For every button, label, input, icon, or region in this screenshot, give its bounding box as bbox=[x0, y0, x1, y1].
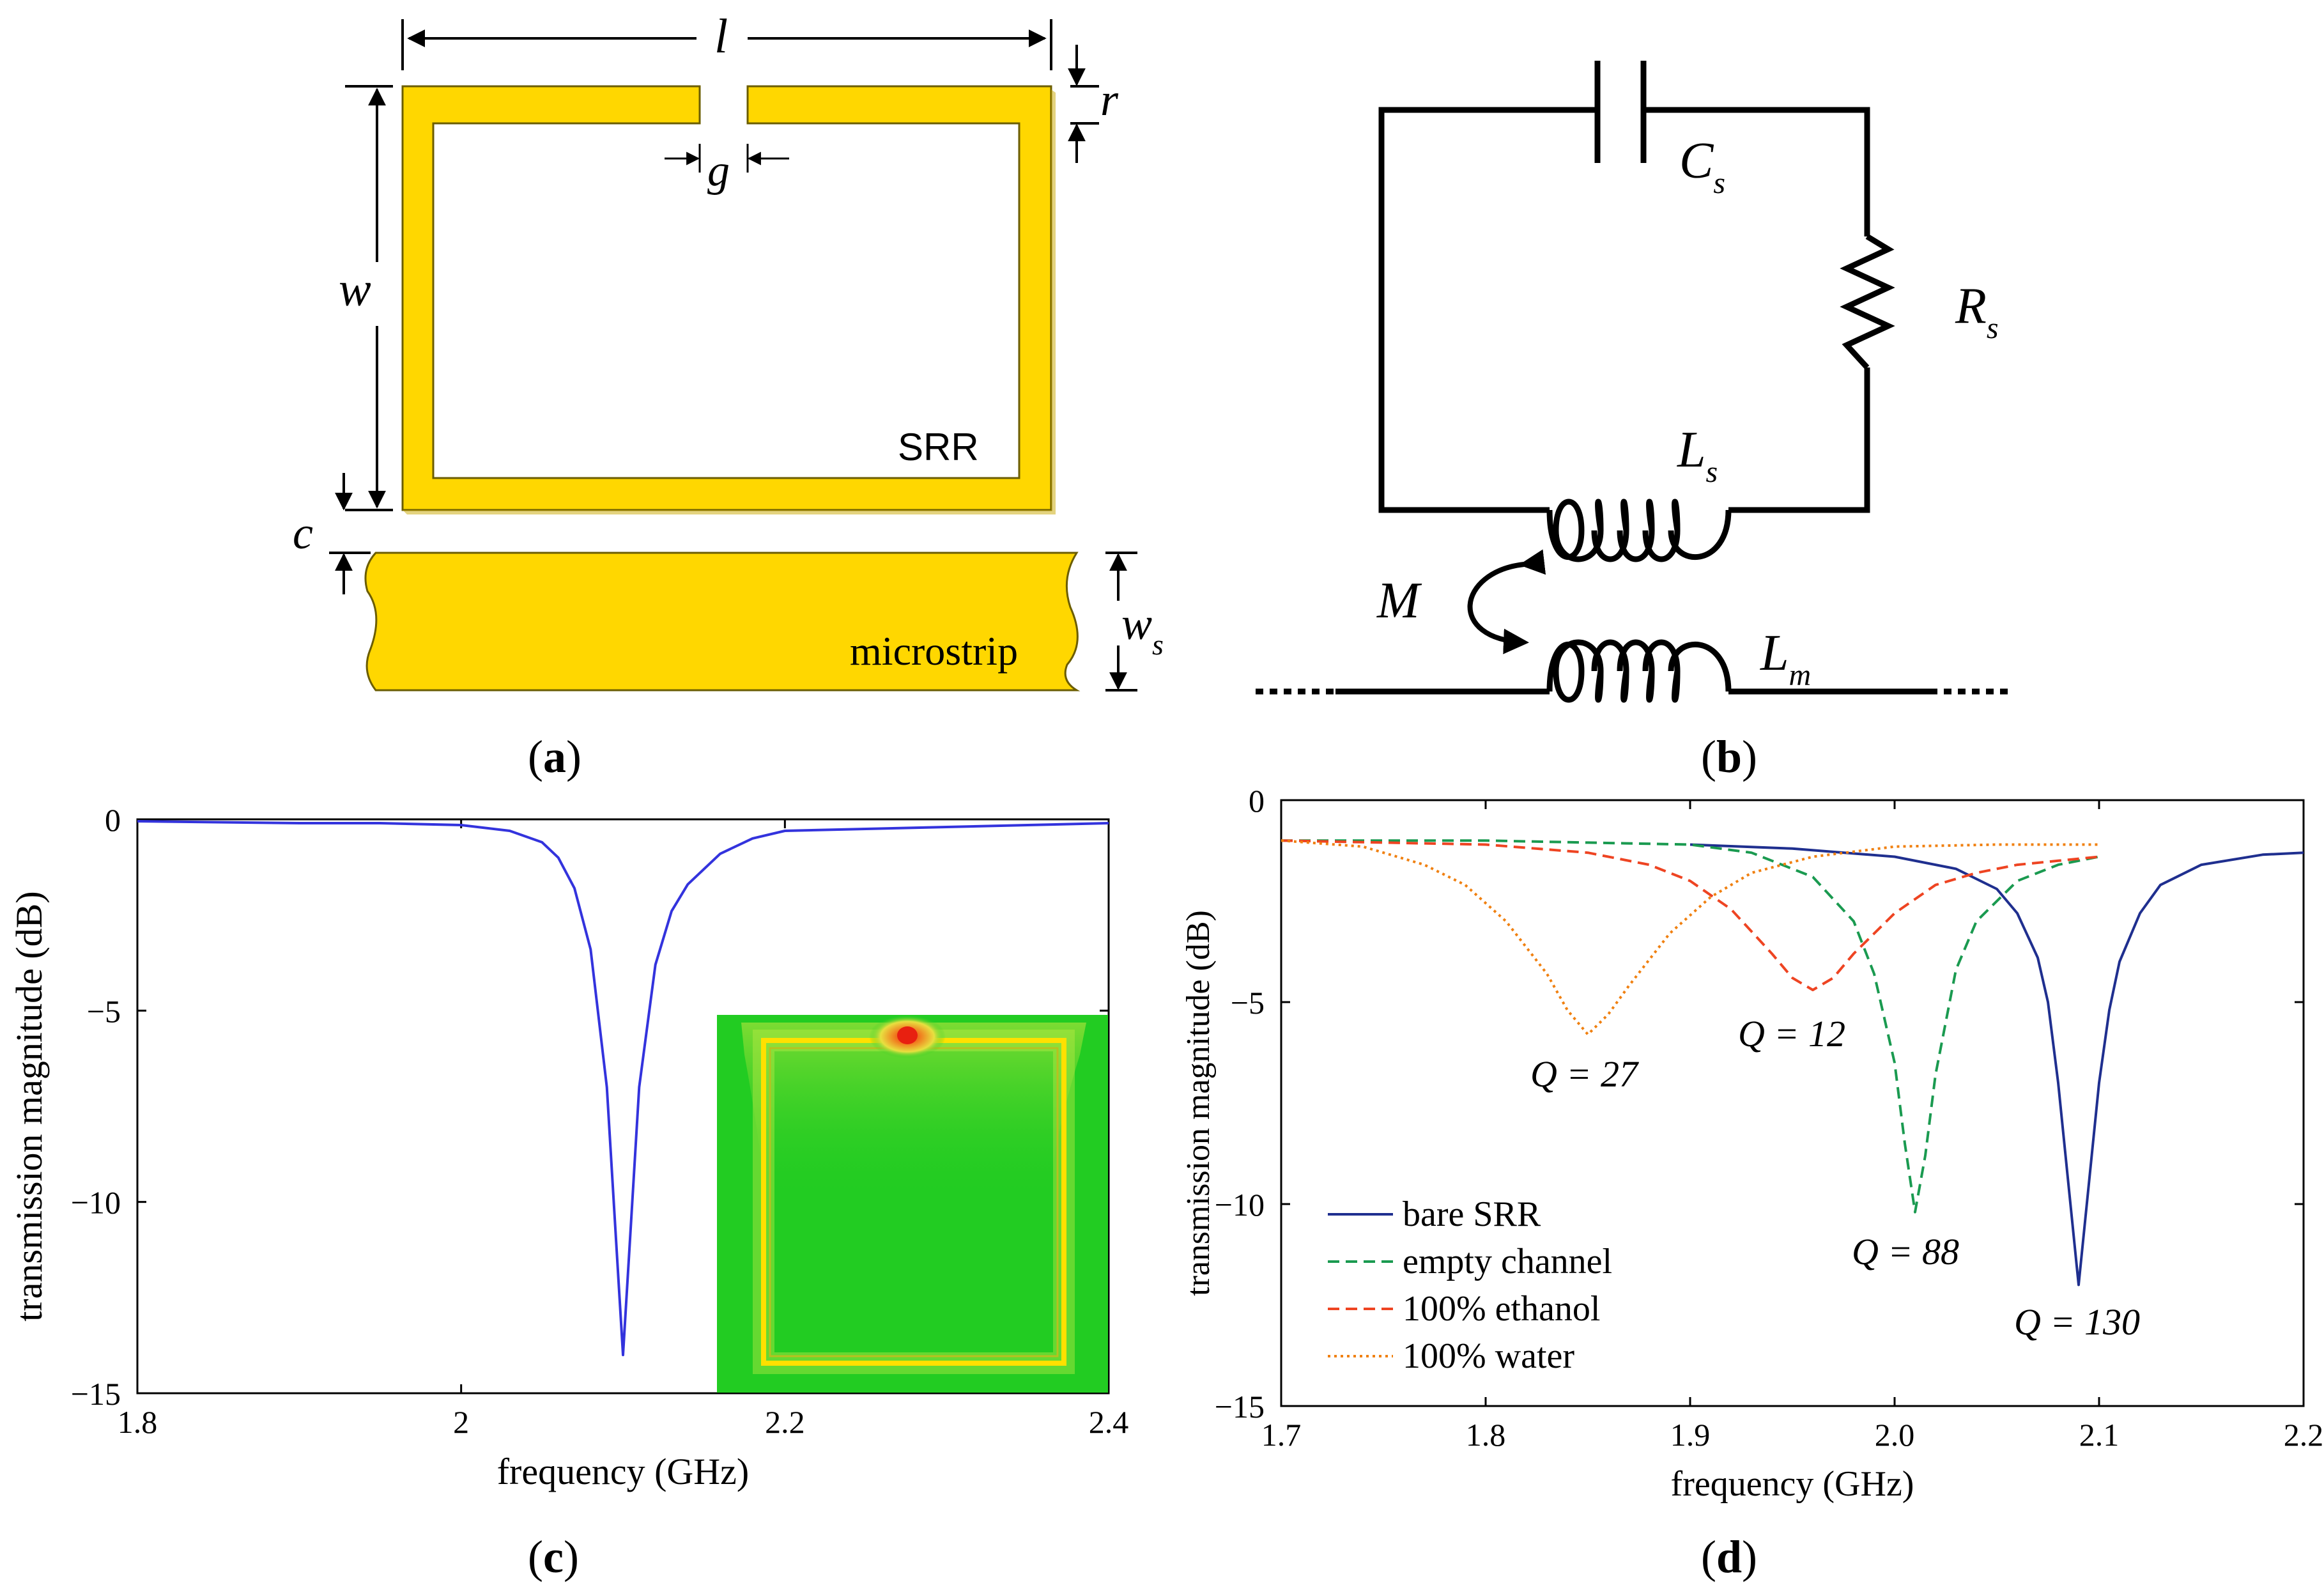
legend-label-0: bare SRR bbox=[1403, 1194, 1541, 1234]
dim-l: l bbox=[714, 10, 728, 63]
label-lm: Lm bbox=[1760, 625, 1811, 692]
d-y-tick-label: −5 bbox=[1231, 985, 1265, 1021]
d-y-tick-label: −15 bbox=[1215, 1389, 1265, 1425]
d-x-tick-label: 1.9 bbox=[1670, 1417, 1711, 1453]
c-y-tick-label: −15 bbox=[71, 1376, 121, 1412]
d-series-line-3 bbox=[1281, 839, 2099, 1036]
q-label-ethanol: Q = 12 bbox=[1738, 1013, 1845, 1055]
legend-label-1: empty channel bbox=[1403, 1242, 1612, 1281]
field-inset bbox=[717, 1015, 1108, 1393]
label-rs: Rs bbox=[1955, 278, 1999, 345]
dim-c: c bbox=[293, 507, 313, 559]
circuit-wire bbox=[1728, 367, 1870, 513]
chart-c-frame bbox=[136, 818, 1110, 1395]
circuit-wire bbox=[1378, 107, 1597, 513]
chart-c-ylabel: transmission magnitude (dB) bbox=[8, 891, 50, 1321]
dim-r: r bbox=[1100, 74, 1119, 125]
label-m: M bbox=[1376, 573, 1422, 629]
inductor-ls bbox=[1546, 498, 1732, 562]
c-y-tick-label: −5 bbox=[87, 993, 121, 1029]
microstrip-line bbox=[364, 552, 1081, 692]
panel-b-circuit bbox=[1256, 61, 2010, 703]
panel-label-a: (a) bbox=[528, 731, 581, 782]
chart-d-ylabel: transmission magnitude (dB) bbox=[1180, 910, 1217, 1296]
microstrip-label: microstrip bbox=[850, 628, 1018, 674]
panel-a-srr-geometry: l r g w c ws SRR microstrip bbox=[293, 10, 1164, 692]
d-x-tick-label: 2.1 bbox=[2079, 1417, 2120, 1453]
mutual-inductance-arrow bbox=[1467, 549, 1546, 654]
panel-label-d: (d) bbox=[1701, 1531, 1757, 1582]
c-x-tick-label: 1.8 bbox=[118, 1404, 158, 1440]
legend-label-3: 100% water bbox=[1403, 1336, 1574, 1376]
dim-g: g bbox=[707, 146, 730, 196]
c-x-tick-label: 2.2 bbox=[765, 1404, 805, 1440]
srr-label: SRR bbox=[898, 426, 979, 468]
d-x-tick-label: 2.0 bbox=[1875, 1417, 1915, 1453]
d-y-tick-label: 0 bbox=[1249, 783, 1265, 819]
d-series-line-0 bbox=[1689, 843, 2304, 1287]
circuit-wire bbox=[1643, 107, 1870, 236]
chart-d: 1.7 1.8 1.9 2.0 2.1 2.2 0 −5 −10 −15 bare SRR empt… bbox=[1180, 783, 2323, 1504]
d-x-tick-label: 1.7 bbox=[1261, 1417, 1302, 1453]
chart-d-frame bbox=[1280, 799, 2305, 1407]
d-series-line-2 bbox=[1281, 839, 2100, 991]
c-x-tick-label: 2.4 bbox=[1089, 1404, 1129, 1440]
label-cs: Cs bbox=[1679, 133, 1725, 200]
q-label-empty: Q = 88 bbox=[1852, 1231, 1959, 1272]
q-label-bare: Q = 130 bbox=[2014, 1301, 2140, 1343]
panel-label-b: (b) bbox=[1701, 731, 1757, 782]
c-series-line-0 bbox=[137, 820, 1109, 1357]
dim-w: w bbox=[339, 263, 371, 316]
chart-c-xlabel: frequency (GHz) bbox=[497, 1451, 750, 1492]
resistor-rs bbox=[1840, 234, 1895, 370]
dim-ws: ws bbox=[1121, 598, 1164, 661]
chart-d-legend: bare SRR empty channel 100% ethanol 100% wa… bbox=[1328, 1194, 1612, 1376]
chart-d-xlabel: frequency (GHz) bbox=[1671, 1464, 1914, 1504]
panel-label-c: (c) bbox=[528, 1531, 579, 1582]
d-x-tick-label: 2.2 bbox=[2284, 1417, 2324, 1453]
chart-c: 1.8 2 2.2 2.4 0 −5 −10 −15 frequency (GHz) tran… bbox=[8, 802, 1128, 1492]
d-x-tick-label: 1.8 bbox=[1466, 1417, 1506, 1453]
q-label-water: Q = 27 bbox=[1530, 1053, 1639, 1095]
label-ls: Ls bbox=[1677, 422, 1718, 489]
d-series-line-1 bbox=[1281, 839, 2100, 1214]
d-y-tick-label: −10 bbox=[1215, 1187, 1265, 1223]
c-x-tick-label: 2 bbox=[453, 1404, 469, 1440]
inductor-lm bbox=[1546, 639, 1732, 703]
legend-label-2: 100% ethanol bbox=[1403, 1289, 1600, 1329]
c-y-tick-label: 0 bbox=[105, 802, 121, 838]
c-y-tick-label: −10 bbox=[71, 1185, 121, 1221]
